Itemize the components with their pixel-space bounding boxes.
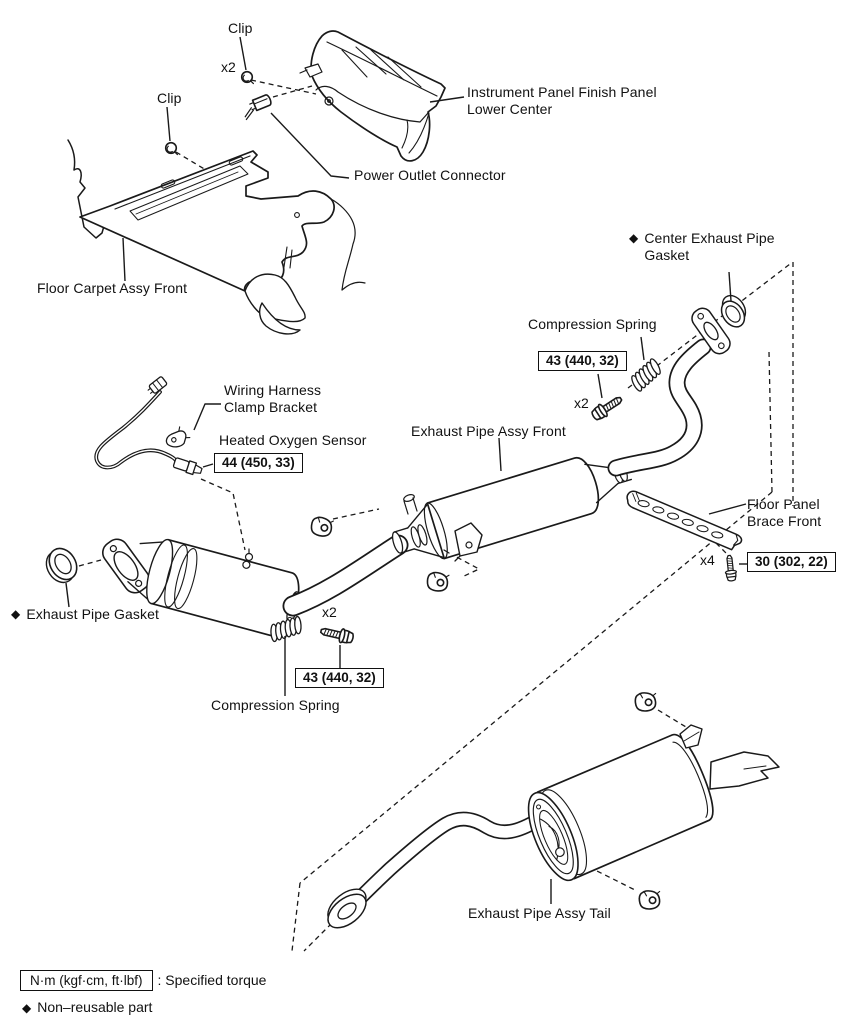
center-exhaust-gasket-label: ◆ Center Exhaust Pipe Gasket bbox=[629, 230, 775, 263]
front-pipe-neck-drawing bbox=[282, 534, 409, 617]
center-exhaust-gasket-label-line2: Gasket bbox=[644, 246, 690, 263]
torque-spec-oxygen-sensor: 44 (450, 33) bbox=[214, 453, 303, 473]
legend-torque-desc: : Specified torque bbox=[157, 972, 267, 988]
bolt-upper-drawing bbox=[588, 392, 626, 424]
rubber-hanger-tail-top-drawing bbox=[633, 690, 659, 713]
floor-panel-brace-label-line1: Floor Panel bbox=[747, 496, 820, 512]
clip-left-label: Clip bbox=[157, 90, 182, 106]
floor-panel-brace-drawing bbox=[626, 490, 743, 551]
resonator-drawing bbox=[391, 456, 633, 560]
legend-torque-row: N·m (kgf·cm, ft·lbf) : Specified torque bbox=[20, 970, 266, 991]
clip-top-qty: x2 bbox=[221, 59, 236, 75]
bolt-upper-qty: x2 bbox=[574, 395, 589, 411]
torque-spec-brace-bolt: 30 (302, 22) bbox=[747, 552, 836, 572]
floor-carpet-label: Floor Carpet Assy Front bbox=[37, 280, 188, 296]
instrument-panel-label-line1: Instrument Panel Finish Panel bbox=[467, 84, 657, 100]
rear-s-pipe-drawing bbox=[607, 338, 712, 477]
exhaust-pipe-gasket-label: ◆ Exhaust Pipe Gasket bbox=[11, 606, 159, 623]
bolt-lower-qty: x2 bbox=[322, 604, 337, 620]
rear-flange-drawing bbox=[691, 307, 731, 355]
oxygen-sensor-drawing bbox=[94, 376, 254, 562]
floor-carpet-drawing bbox=[67, 139, 366, 335]
clip-top-drawing bbox=[240, 70, 255, 85]
instrument-panel-label: Instrument Panel Finish Panel Lower Cent… bbox=[467, 84, 657, 117]
muffler-drawing bbox=[527, 724, 780, 882]
pipe-mount-pin-drawing bbox=[403, 494, 418, 515]
exhaust-pipe-front-label: Exhaust Pipe Assy Front bbox=[411, 423, 566, 439]
wiring-harness-label-line1: Wiring Harness bbox=[224, 382, 322, 398]
center-exhaust-gasket-label-line1: Center Exhaust Pipe bbox=[644, 230, 775, 246]
instrument-panel-label-line2: Lower Center bbox=[467, 100, 553, 117]
floor-panel-brace-label-line2: Brace Front bbox=[747, 512, 822, 529]
heated-oxygen-sensor-label: Heated Oxygen Sensor bbox=[219, 432, 367, 448]
tail-inlet-pipe-drawing bbox=[349, 811, 546, 909]
legend-non-reusable-desc: Non–reusable part bbox=[37, 999, 153, 1015]
non-reusable-diamond-icon: ◆ bbox=[22, 1000, 32, 1015]
exhaust-pipe-tail-label: Exhaust Pipe Assy Tail bbox=[468, 905, 611, 921]
floor-panel-brace-label: Floor Panel Brace Front bbox=[747, 496, 821, 529]
power-outlet-connector-drawing bbox=[244, 94, 272, 121]
leader-lines bbox=[65, 36, 747, 904]
wiring-harness-clamp-bracket-drawing bbox=[165, 426, 191, 448]
power-outlet-connector-label: Power Outlet Connector bbox=[354, 167, 506, 183]
tail-flange-drawing bbox=[327, 888, 367, 929]
rubber-hanger-mid2-drawing bbox=[426, 571, 450, 593]
non-reusable-diamond-icon: ◆ bbox=[11, 607, 21, 621]
legend-non-reusable-row: ◆ Non–reusable part bbox=[22, 999, 152, 1016]
exhaust-pipe-gasket-label-text: Exhaust Pipe Gasket bbox=[26, 606, 159, 622]
brace-bolt-drawing bbox=[723, 554, 738, 583]
torque-spec-lower-spring: 43 (440, 32) bbox=[295, 668, 384, 688]
front-flange-drawing bbox=[102, 538, 150, 594]
brace-bolt-qty: x4 bbox=[700, 552, 715, 568]
center-exhaust-pipe-gasket-drawing bbox=[720, 294, 747, 328]
legend-torque-box: N·m (kgf·cm, ft·lbf) bbox=[20, 970, 153, 991]
clip-left-drawing bbox=[164, 141, 179, 156]
wiring-harness-label-line2: Clamp Bracket bbox=[224, 398, 318, 415]
rubber-hanger-tail-bottom-drawing bbox=[637, 888, 663, 911]
instrument-panel-drawing bbox=[299, 30, 446, 162]
non-reusable-diamond-icon: ◆ bbox=[629, 231, 639, 245]
compression-spring-upper-drawing bbox=[626, 355, 666, 395]
wiring-harness-label: Wiring Harness Clamp Bracket bbox=[224, 382, 321, 415]
pipe-bracket-drawing bbox=[443, 522, 483, 562]
exhaust-pipe-gasket-drawing bbox=[45, 547, 78, 584]
clip-top-label: Clip bbox=[228, 20, 253, 36]
bolt-lower-drawing bbox=[318, 623, 356, 646]
compression-spring-lower-label: Compression Spring bbox=[211, 697, 340, 713]
torque-spec-upper-spring: 43 (440, 32) bbox=[538, 351, 627, 371]
compression-spring-upper-label: Compression Spring bbox=[528, 316, 657, 332]
rubber-hanger-mid1-drawing bbox=[309, 515, 335, 539]
